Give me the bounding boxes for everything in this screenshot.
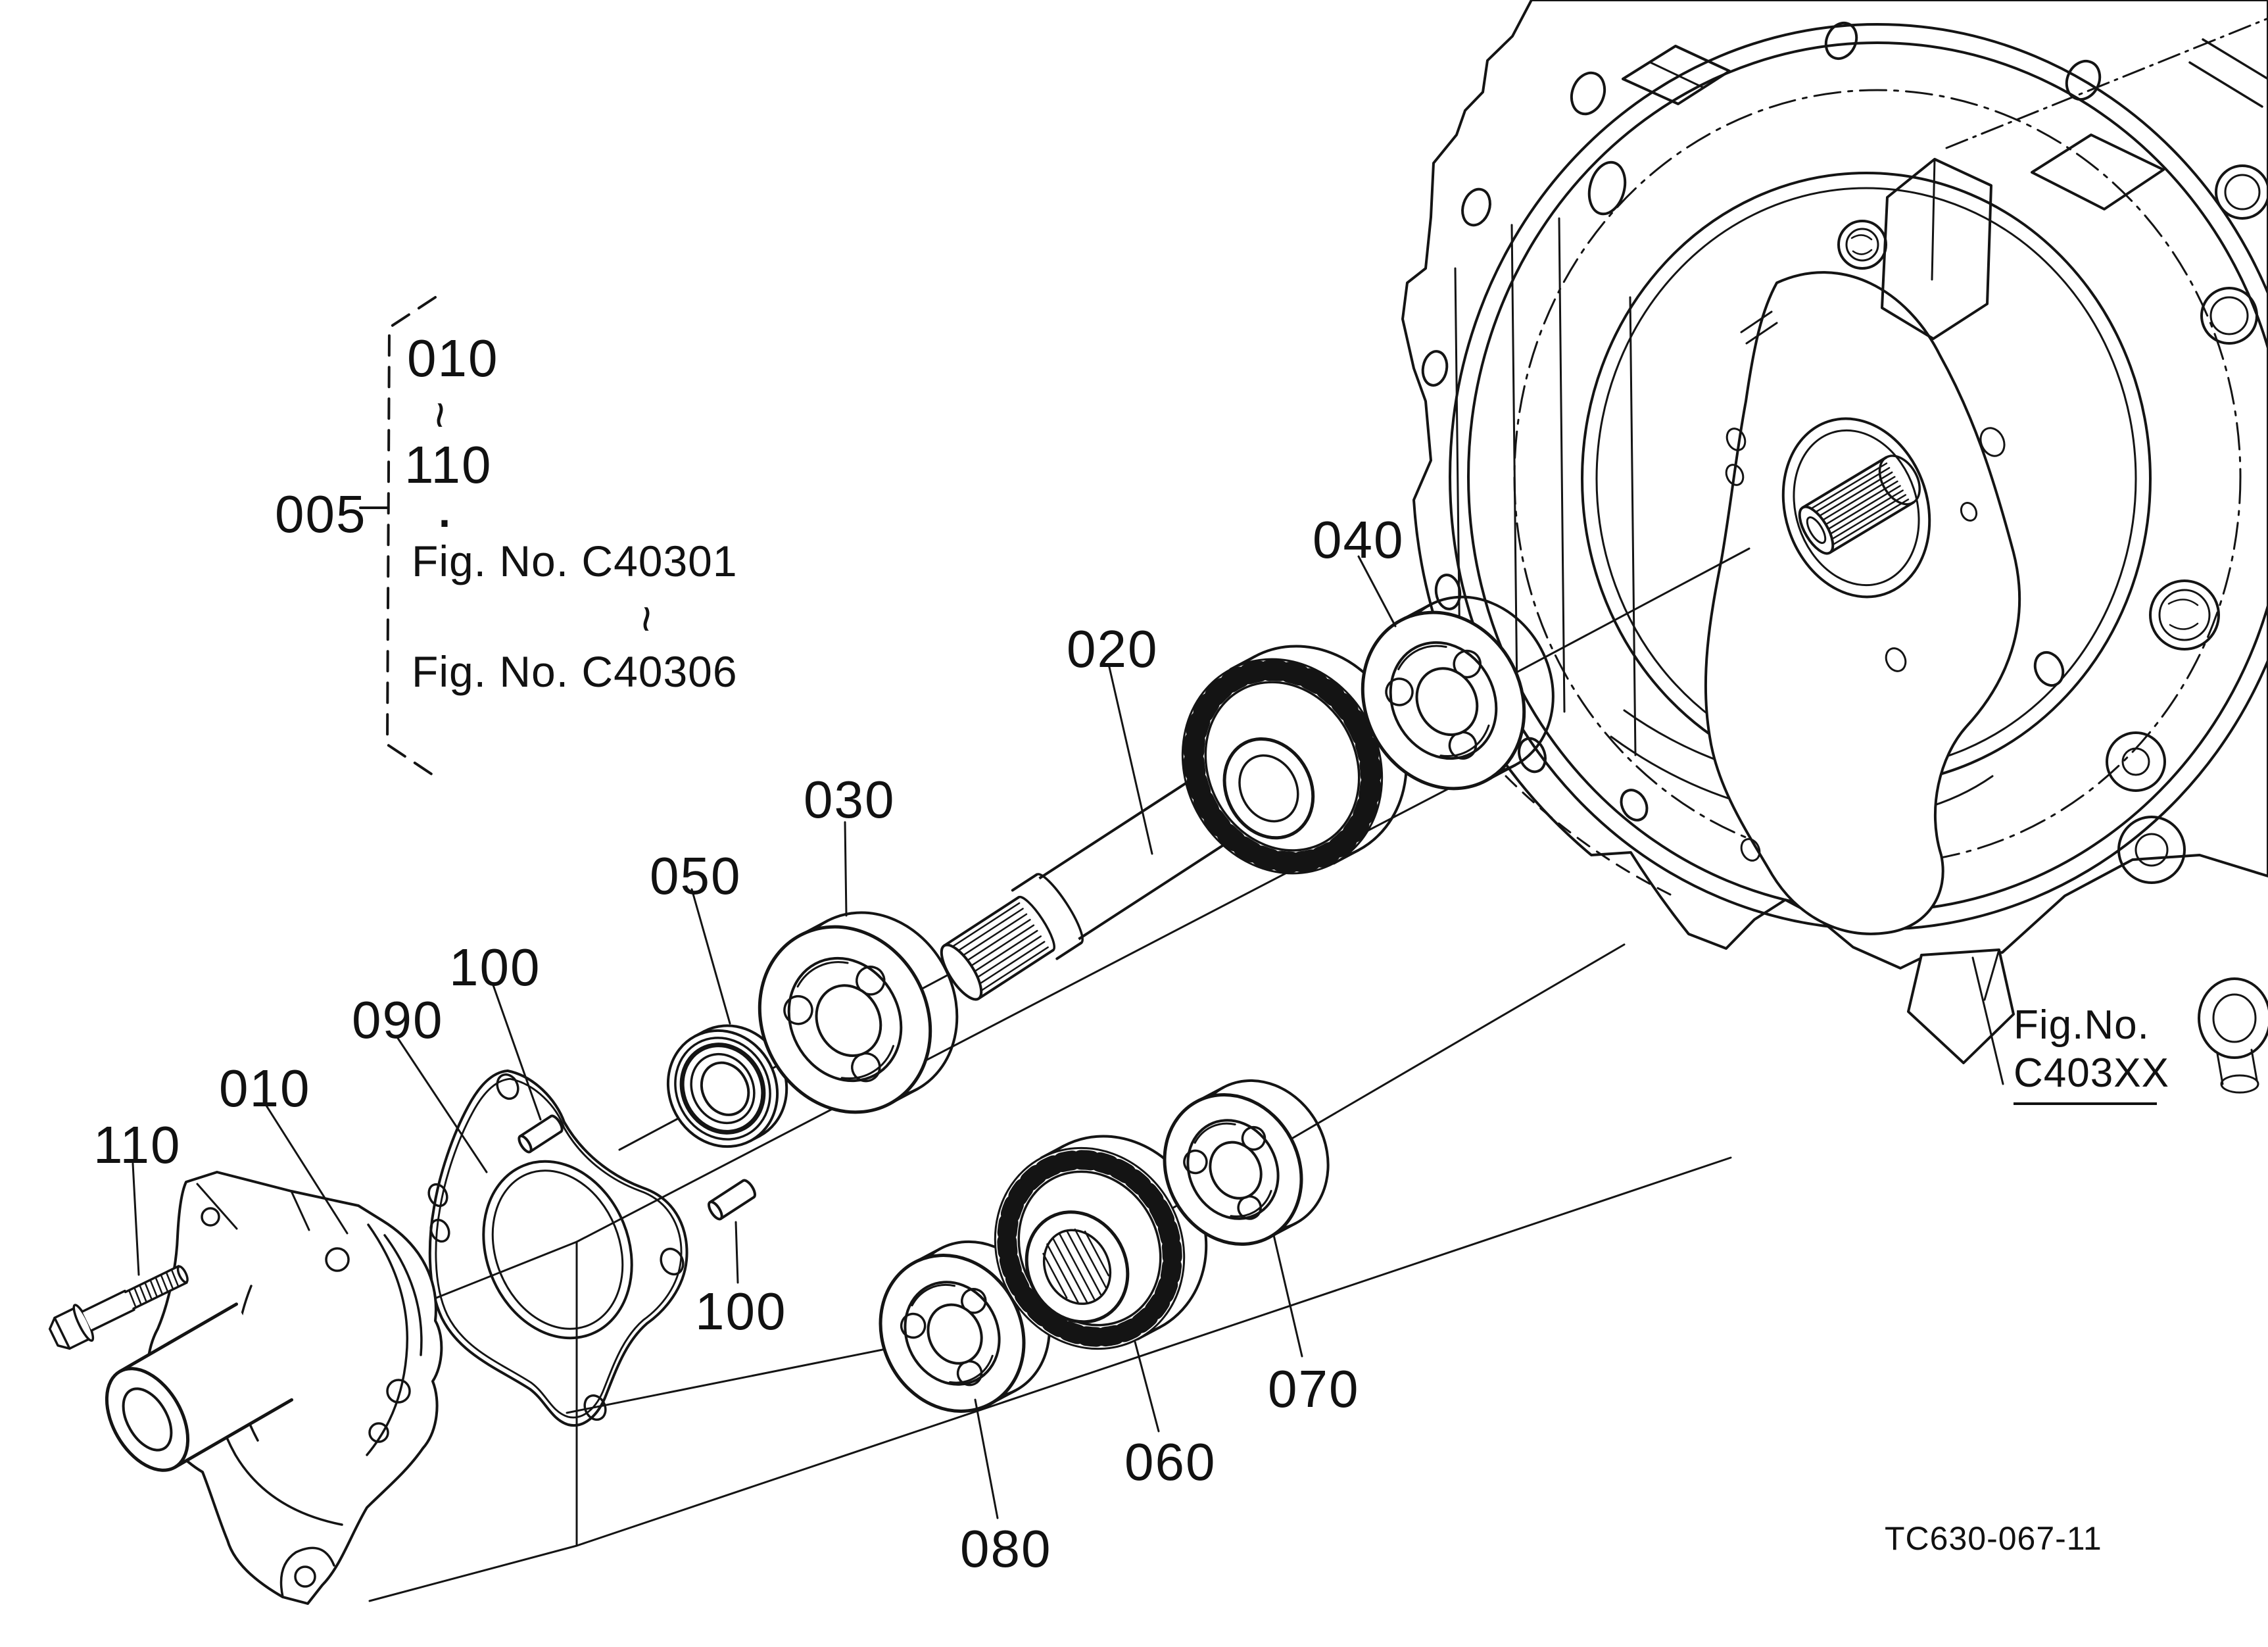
pump-body-010 [105, 1171, 443, 1605]
callout-010: 010 [219, 1059, 311, 1118]
gasket-090 [427, 1069, 688, 1427]
callout-110: 110 [93, 1116, 181, 1174]
drawing-code: TC630-067-11 [1885, 1520, 2102, 1557]
bolt-110 [48, 1265, 189, 1350]
figure-reference-line2: C403XX [2014, 1050, 2169, 1096]
splined-stub [1798, 455, 1921, 555]
callout-100-upper: 100 [449, 938, 541, 996]
ref-range-end: 110 [404, 435, 493, 494]
ref-bracket-005 [359, 296, 437, 776]
gear-060 [994, 1135, 1208, 1350]
ref-fig-from: Fig. No. C40301 [412, 537, 738, 585]
housing-illustration [1401, 0, 2268, 1094]
callout-020: 020 [1067, 620, 1159, 678]
ref-range-start: 010 [407, 329, 499, 387]
callout-090: 090 [352, 991, 444, 1049]
leader-lines [132, 555, 2004, 1519]
shaft-020 [940, 645, 1408, 1001]
ref-tilde-2: ~ [620, 604, 673, 633]
callout-050: 050 [650, 847, 742, 905]
callout-080: 080 [960, 1519, 1052, 1578]
ref-dot: · [434, 484, 455, 554]
callout-005: 005 [275, 485, 367, 543]
section-plane-lines [368, 744, 1732, 1602]
figure-reference: Fig.No. C403XX [2014, 1001, 2169, 1106]
callout-060: 060 [1124, 1433, 1217, 1491]
callout-100-lower: 100 [695, 1282, 787, 1340]
callout-040: 040 [1313, 510, 1405, 569]
callout-030: 030 [804, 770, 896, 829]
ref-tilde-1: ~ [414, 401, 467, 430]
figure-reference-line1: Fig.No. [2014, 1002, 2150, 1048]
bearing-040 [1361, 595, 1555, 791]
bearing-030 [758, 911, 959, 1114]
figure-reference-underline [2014, 1102, 2157, 1106]
bearing-070 [1163, 1079, 1330, 1246]
callout-070: 070 [1268, 1360, 1360, 1418]
pin-100-upper [518, 1114, 564, 1154]
gear-020 [1181, 645, 1408, 875]
pin-100-lower [708, 1179, 756, 1221]
ref-fig-to: Fig. No. C40306 [412, 647, 738, 696]
